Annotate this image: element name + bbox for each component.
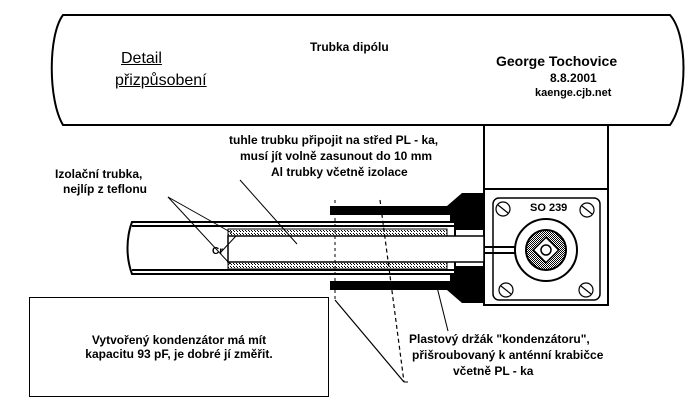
author-website: kaenge.cjb.net: [535, 87, 612, 99]
author-date: 8.8.2001: [550, 71, 597, 85]
dipole-tube-outline: [50, 14, 685, 126]
capacitor-symbol: Cr: [212, 246, 224, 257]
title-line-1: Detail: [121, 50, 162, 67]
capacitor-note-2: kapacitu 93 pF, je dobré jí změřit.: [85, 347, 273, 361]
center-tube-note-3: Al trubky včetně izolace: [271, 165, 408, 179]
screw-icon: [495, 201, 595, 298]
center-tube: [227, 235, 485, 263]
dipole-tube-label: Trubka dipólu: [310, 40, 389, 54]
holder-note-3: včetně PL - ka: [453, 364, 534, 378]
insulation-note-1: Izolační trubka,: [55, 167, 143, 181]
insulation-top: [227, 228, 448, 237]
support-post: [483, 124, 609, 191]
capacitor-note-1: Vytvořený kondenzátor má mít: [91, 333, 267, 347]
insulation-note-2: nejlíp z teflonu: [63, 182, 147, 196]
insulation-bottom: [227, 261, 448, 270]
center-tube-note-1: tuhle trubku připojit na střed PL - ka,: [229, 133, 439, 147]
holder-note-2: přišroubovaný k anténní krabičce: [412, 348, 604, 362]
connector-label: SO 239: [530, 202, 568, 214]
title-line-2: přizpůsobení: [115, 72, 207, 89]
capacitor-note-box: Vytvořený kondenzátor má mít kapacitu 93…: [29, 297, 329, 397]
author-name: George Tochovice: [496, 53, 618, 69]
center-tube-note-2: musí jít volně zasunout do 10 mm: [240, 149, 433, 163]
holder-note-1: Plastový držák "kondenzátoru",: [409, 332, 590, 346]
